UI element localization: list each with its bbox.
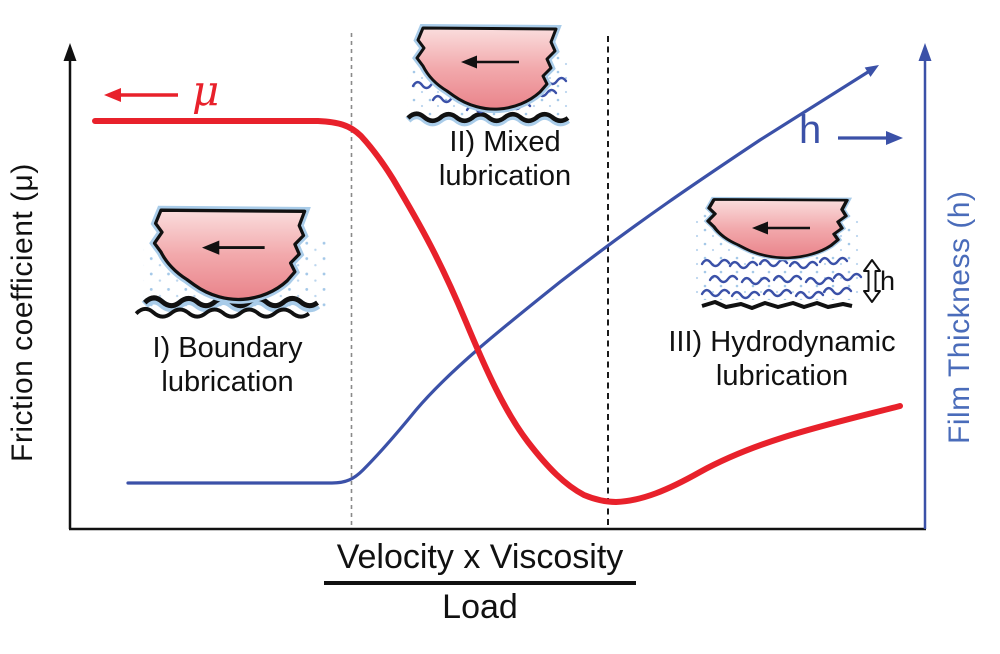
inset-mixed-lubrication: [407, 28, 569, 123]
x-axis-label: Velocity x Viscosity Load: [300, 538, 660, 627]
friction-coefficient-curve: [92, 118, 903, 505]
right-axis: [918, 43, 932, 529]
film-thickness-curve: [126, 65, 879, 485]
h-curve-label: h: [799, 108, 822, 152]
right-axis-label: Film Thickness (h): [943, 190, 976, 444]
film-gap-double-arrow-icon: [863, 259, 881, 303]
inset-hydrodynamic-lubrication: [696, 199, 881, 310]
left-axis-label: Friction coefficient (μ): [6, 163, 39, 462]
right-axis-arrowhead-icon: [918, 43, 932, 61]
h-direction-arrow-icon: [838, 131, 903, 145]
film-gap-label: h: [880, 266, 896, 296]
fraction-bar: [324, 581, 636, 585]
left-axis: [63, 43, 77, 529]
region-label-mixed: II) Mixed lubrication: [438, 126, 572, 192]
x-axis-label-numerator: Velocity x Viscosity: [336, 538, 624, 576]
x-axis-label-denominator: Load: [442, 588, 518, 626]
mu-direction-arrow-icon: [104, 88, 178, 102]
film-thickness-curve-arrowhead-icon: [864, 65, 879, 77]
inset-boundary-lubrication: [134, 210, 328, 319]
left-axis-arrowhead-icon: [63, 43, 77, 61]
lower-surface: [700, 300, 854, 310]
region-label-boundary: I) Boundary lubrication: [152, 332, 303, 398]
region-label-hydrodynamic: III) Hydrodynamic lubrication: [668, 326, 896, 392]
mu-curve-label: μ: [192, 66, 220, 115]
